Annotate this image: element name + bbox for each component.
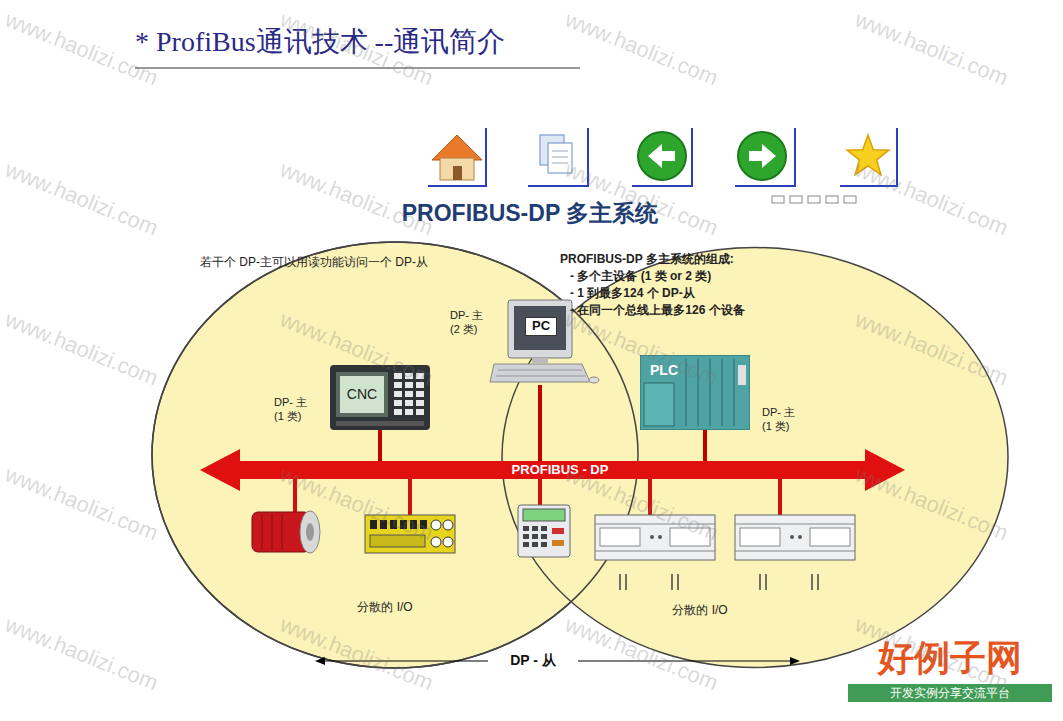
watermark: www.haolizi.com — [276, 156, 437, 243]
bus-arrow: PROFIBUS - DP — [200, 461, 905, 479]
watermark: www.haolizi.com — [851, 6, 1012, 93]
watermark: www.haolizi.com — [1, 306, 162, 393]
forward-icon — [735, 128, 795, 186]
device-name: CNC — [340, 385, 384, 403]
bus-drop-line — [538, 385, 542, 461]
home-icon — [428, 128, 486, 186]
master-class-label: DP- 主 (1 类) — [762, 405, 804, 434]
master-device: CNCDP- 主 (1 类) — [330, 365, 430, 430]
watermark: www.haolizi.com — [561, 611, 722, 698]
nav-marks — [772, 196, 856, 203]
logo-text: 好例子网 — [846, 636, 1054, 680]
watermark: www.haolizi.com — [1, 156, 162, 243]
device-name: PLC — [650, 361, 690, 379]
cnc-controller — [330, 365, 430, 430]
zone-caption: 分散的 I/O — [640, 603, 760, 619]
note-text: 若干个 DP-主可以用读功能访问一个 DP-从 — [200, 255, 530, 271]
slide-title: * ProfiBus通讯技术 --通讯简介 — [135, 24, 505, 60]
composition-item: - 在同一个总线上最多126 个设备 — [570, 303, 870, 319]
watermark: www.haolizi.com — [1, 461, 162, 548]
slave-span-label: DP - 从 — [490, 651, 576, 669]
back-icon — [632, 128, 692, 186]
star-icon — [840, 128, 897, 186]
zone-caption: 分散的 I/O — [325, 600, 445, 616]
composition-item: - 多个主设备 (1 类 or 2 类) — [570, 269, 870, 285]
composition-heading: PROFIBUS-DP 多主系统的组成: — [560, 252, 860, 268]
bus-label: PROFIBUS - DP — [490, 461, 630, 479]
diagram-heading: PROFIBUS-DP 多主系统 — [380, 199, 680, 229]
operator-panel — [518, 505, 570, 557]
watermark: www.haolizi.com — [1, 611, 162, 698]
io-module — [365, 515, 455, 553]
master-device: PLCDP- 主 (1 类) — [640, 355, 750, 430]
master-class-label: DP- 主 (1 类) — [274, 395, 316, 424]
device-name: PC — [525, 317, 557, 336]
title-underline — [135, 68, 580, 69]
bus-drop-line — [703, 430, 707, 461]
sensor-cylinder — [252, 511, 320, 553]
logo-tagline: 开发实例分享交流平台 — [848, 684, 1052, 702]
watermark: www.haolizi.com — [561, 6, 722, 93]
document-icon — [528, 128, 588, 186]
watermark: www.haolizi.com — [851, 306, 1012, 393]
composition-item: - 1 到最多124 个 DP-从 — [570, 286, 870, 302]
watermark: www.haolizi.com — [276, 611, 437, 698]
bus-drop-line — [378, 430, 382, 461]
master-class-label: DP- 主 (2 类) — [450, 308, 490, 337]
